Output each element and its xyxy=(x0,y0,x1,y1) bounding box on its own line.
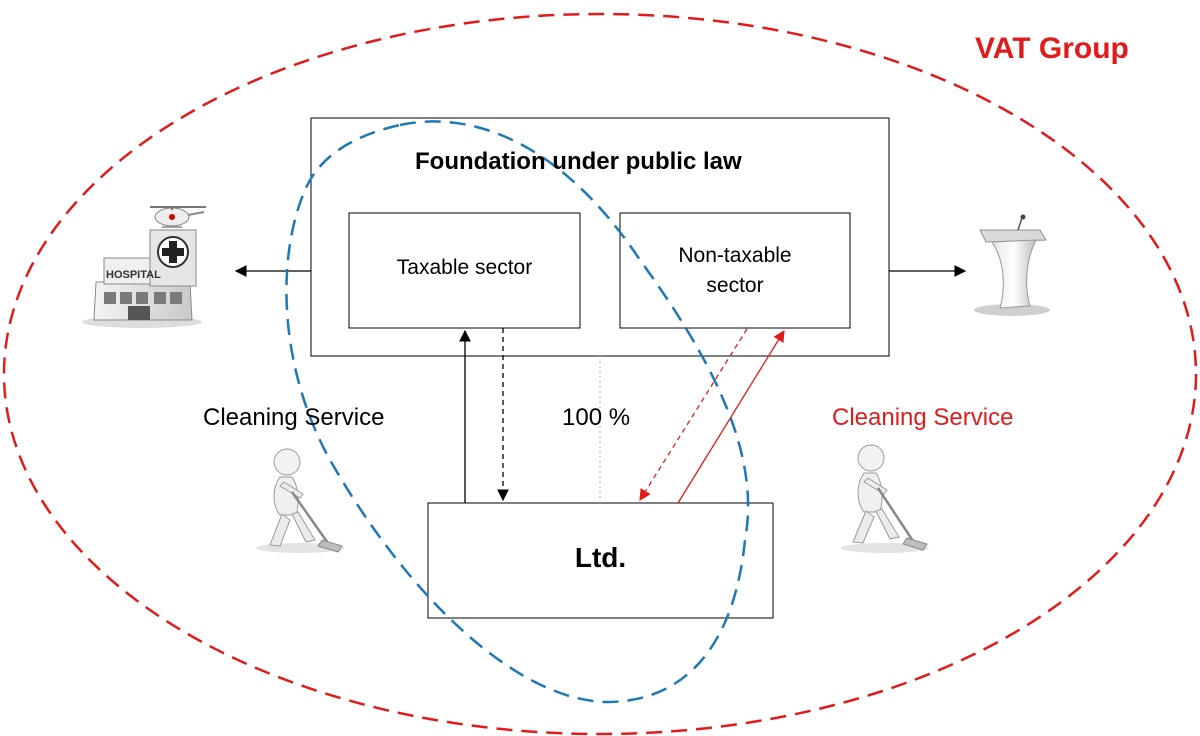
ltd-label: Ltd. xyxy=(574,542,627,573)
arrow-non-taxable-to-ltd xyxy=(639,328,748,501)
taxable-sector-box xyxy=(348,212,581,329)
vat-group-label: VAT Group xyxy=(975,32,1129,65)
non-taxable-sector-label: Non-taxable sector xyxy=(620,241,850,301)
non-taxable-line-2: sector xyxy=(706,274,764,297)
ownership-percent-label: 100 % xyxy=(562,404,631,431)
non-taxable-line-1: Non-taxable xyxy=(678,244,792,267)
cleaning-figure-left xyxy=(256,448,344,553)
lectern-icon xyxy=(974,214,1050,316)
ltd-box xyxy=(427,502,774,619)
hospital-sign-text: HOSPITAL xyxy=(106,269,161,281)
vat-group-boundary xyxy=(2,12,1198,736)
arrow-ltd-to-non-taxable xyxy=(677,330,785,504)
taxable-sector-label: Taxable sector xyxy=(396,256,533,279)
hospital-icon: HOSPITAL xyxy=(82,206,206,328)
blue-boundary-loop xyxy=(285,120,750,704)
cleaning-figure-right xyxy=(841,444,929,553)
foundation-title: Foundation under public law xyxy=(415,148,742,175)
cleaning-service-right-label: Cleaning Service xyxy=(832,404,1014,431)
non-taxable-sector-box xyxy=(619,212,851,329)
cleaning-service-left-label: Cleaning Service xyxy=(203,404,385,431)
